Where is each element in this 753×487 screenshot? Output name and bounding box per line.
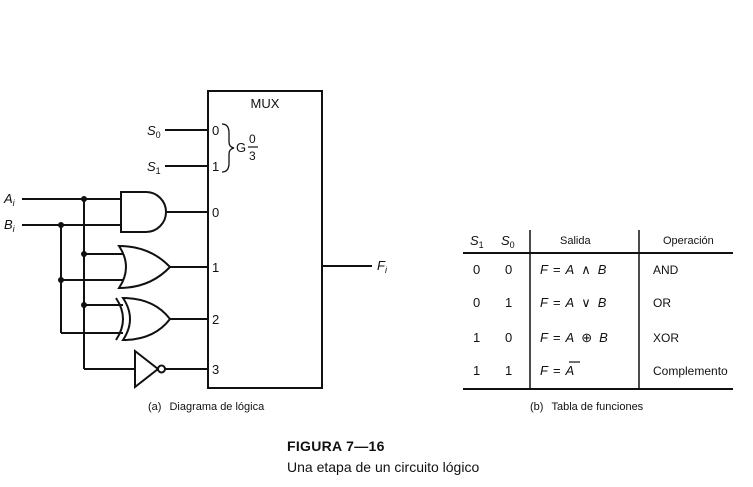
table-row: 0 1 F=A∨B OR (473, 295, 671, 310)
table-caption: (b)Tabla de funciones (530, 401, 644, 413)
svg-text:1: 1 (505, 295, 512, 310)
or-gate (117, 244, 172, 290)
junction-dot (58, 222, 64, 228)
figure-title: FIGURA 7—16 (287, 438, 385, 454)
svg-text:1: 1 (473, 363, 480, 378)
and-gate (120, 191, 167, 233)
a-input-label: Ai (3, 191, 16, 208)
figure-subtitle: Una etapa de un circuito lógico (287, 459, 480, 475)
junction-dot (58, 277, 64, 283)
table-row: 1 0 F=A⊕B XOR (473, 330, 679, 345)
svg-text:F=A⊕B: F=A⊕B (540, 330, 608, 345)
select-group-brace (221, 123, 235, 173)
header-salida: Salida (560, 235, 591, 247)
svg-text:AND: AND (653, 263, 679, 277)
junction-dot (81, 251, 87, 257)
mux-label: MUX (251, 96, 280, 111)
table-row: 0 0 F=A∧B AND (473, 262, 679, 277)
data-pin-3: 3 (212, 362, 219, 377)
svg-text:0: 0 (473, 262, 480, 277)
not-gate-bubble (157, 364, 166, 374)
data-pin-2: 2 (212, 312, 219, 327)
select-pin-0: 0 (212, 123, 219, 138)
svg-text:F=A∧B: F=A∧B (540, 262, 607, 277)
svg-text:0: 0 (473, 295, 480, 310)
select-pin-1: 1 (212, 159, 219, 174)
not-gate (134, 348, 160, 390)
header-s0: S0 (501, 233, 515, 250)
diagram-caption: (a)Diagrama de lógica (148, 401, 265, 413)
data-pin-1: 1 (212, 260, 219, 275)
group-label-num: 0 (249, 132, 256, 146)
header-s1: S1 (470, 233, 484, 250)
svg-text:0: 0 (505, 262, 512, 277)
svg-text:Complemento: Complemento (653, 364, 728, 378)
svg-text:1: 1 (505, 363, 512, 378)
function-table: S1 S0 Salida Operación 0 0 F=A∧B AND 0 1… (463, 230, 733, 413)
svg-text:OR: OR (653, 296, 671, 310)
svg-text:XOR: XOR (653, 331, 679, 345)
s1-label: S1 (147, 159, 161, 176)
svg-text:F=A∨B: F=A∨B (540, 295, 607, 310)
mux-box (207, 90, 323, 389)
svg-text:0: 0 (505, 330, 512, 345)
output-label: Fi (377, 258, 388, 275)
junction-dot (81, 302, 87, 308)
table-row: 1 1 F=A Complemento (473, 361, 728, 378)
svg-text:F=A: F=A (540, 363, 574, 378)
xor-gate-extra-curve (115, 297, 124, 341)
xor-gate (121, 296, 172, 342)
header-operacion: Operación (663, 235, 714, 247)
data-pin-0: 0 (212, 205, 219, 220)
group-label-g: G (236, 140, 246, 155)
group-label-den: 3 (249, 149, 256, 163)
s0-label: S0 (147, 123, 161, 140)
junction-dot (81, 196, 87, 202)
b-input-label: Bi (4, 217, 16, 234)
svg-text:1: 1 (473, 330, 480, 345)
